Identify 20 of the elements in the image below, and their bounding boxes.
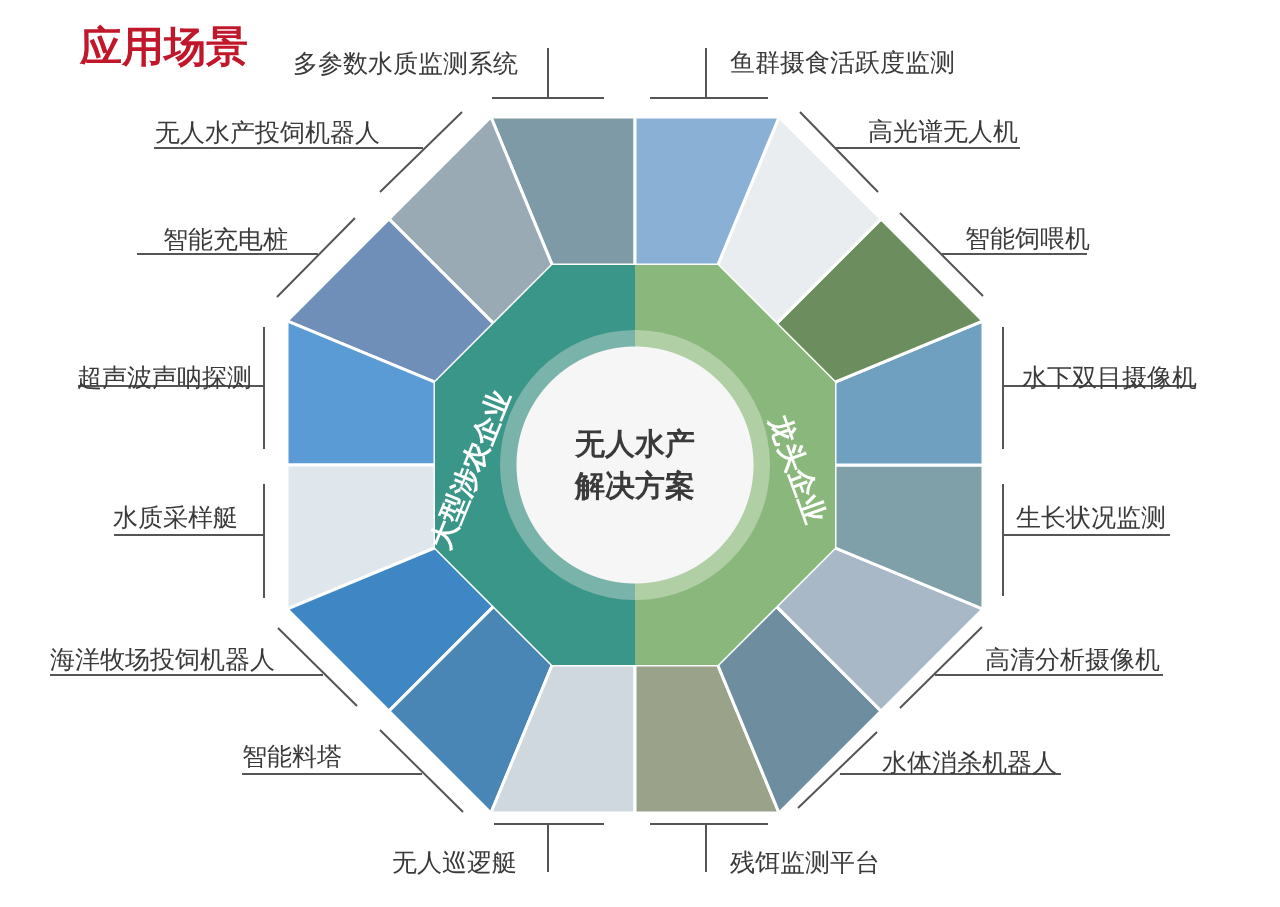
scenario-label: 水质采样艇 (113, 502, 238, 532)
segment-title: 大型涉农企业 (424, 386, 518, 554)
scenario-label: 残饵监测平台 (730, 847, 880, 877)
segment-title: 龙头企业 (762, 411, 832, 529)
scenario-label: 水下双目摄像机 (1022, 362, 1197, 392)
scenario-label: 智能充电桩 (163, 224, 288, 254)
scenario-label: 多参数水质监测系统 (293, 48, 518, 78)
scenario-label: 智能饲喂机 (965, 223, 1090, 253)
title: 应用场景 (80, 22, 248, 72)
scenario-label: 高清分析摄像机 (985, 644, 1160, 674)
scenario-label: 无人巡逻艇 (392, 847, 517, 877)
scenario-label: 水体消杀机器人 (882, 747, 1057, 777)
scenario-label: 无人水产投饲机器人 (155, 117, 380, 147)
scenario-label: 鱼群摄食活跃度监测 (730, 47, 955, 77)
scenario-label: 海洋牧场投饲机器人 (50, 644, 275, 674)
scenario-label: 高光谱无人机 (868, 116, 1018, 146)
scenario-label: 智能料塔 (242, 741, 342, 771)
scenario-label: 超声波声呐探测 (77, 362, 252, 392)
scenario-label: 生长状况监测 (1016, 502, 1166, 532)
center-title: 无人水产解决方案 (573, 426, 696, 504)
